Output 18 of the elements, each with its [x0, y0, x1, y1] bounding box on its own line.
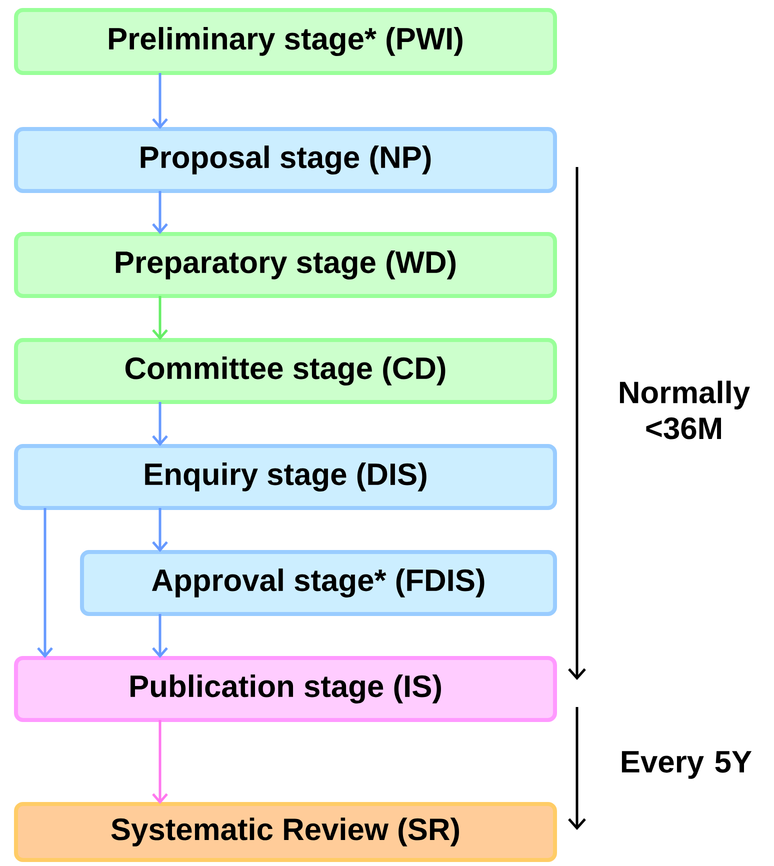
arrow [152, 191, 168, 234]
duration-label: Normally <36M [620, 380, 750, 440]
stage-box: Preparatory stage (WD) [14, 232, 557, 298]
arrow [152, 720, 168, 804]
stage-box: Systematic Review (SR) [14, 802, 557, 862]
arrow [152, 614, 168, 658]
stage-box: Enquiry stage (DIS) [14, 444, 557, 510]
duration-label: Every 5Y [622, 751, 752, 779]
arrow [152, 73, 168, 129]
stage-box: Preliminary stage* (PWI) [14, 8, 557, 75]
stage-box: Committee stage (CD) [14, 338, 557, 404]
stage-box: Proposal stage (NP) [14, 127, 557, 193]
arrow [152, 508, 168, 552]
arrow [152, 296, 168, 340]
stage-box: Approval stage* (FDIS) [80, 550, 557, 616]
arrow [152, 402, 168, 446]
arrow [37, 508, 53, 658]
stage-box: Publication stage (IS) [14, 656, 557, 722]
